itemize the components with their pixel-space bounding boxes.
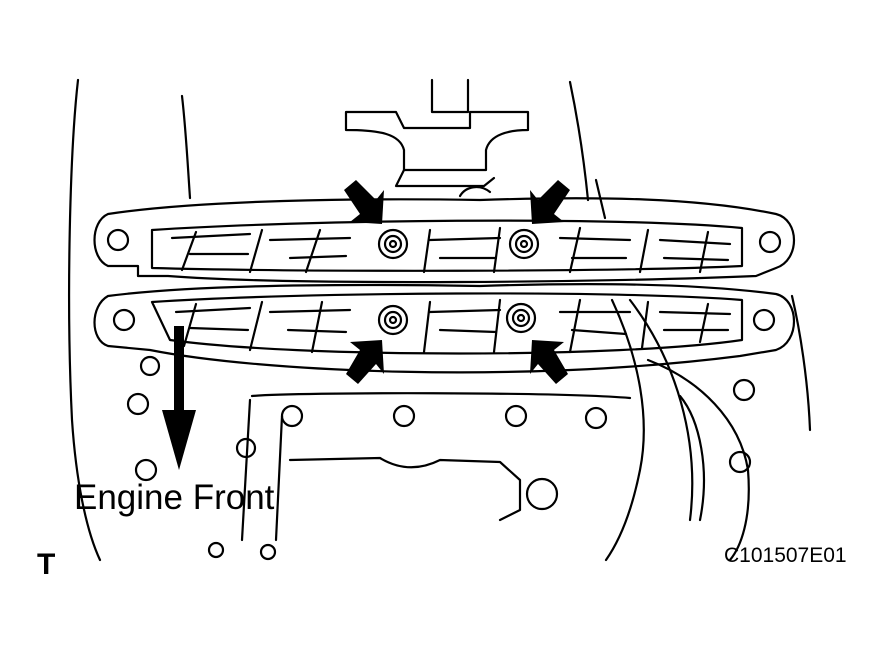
bolt-upper-left — [377, 228, 409, 260]
oil-pan-flange — [126, 355, 756, 561]
strainer-upper-plate — [93, 197, 796, 284]
bolt-upper-right — [508, 228, 540, 260]
arrow-lower-right — [530, 340, 568, 384]
bolt-lower-left — [377, 304, 409, 336]
upper-bracket — [344, 78, 530, 198]
figure-code: C101507E01 — [724, 544, 847, 567]
arrow-upper-right — [530, 180, 570, 224]
corner-mark: T — [37, 548, 56, 581]
arrow-upper-left — [344, 180, 384, 224]
strainer-lower-plate — [93, 282, 796, 374]
plate-mount-holes — [106, 228, 782, 332]
bolt-lower-right — [505, 302, 537, 334]
engine-front-label: Engine Front — [74, 478, 275, 517]
arrow-lower-left — [346, 340, 384, 384]
engine-front-arrow — [162, 326, 196, 470]
